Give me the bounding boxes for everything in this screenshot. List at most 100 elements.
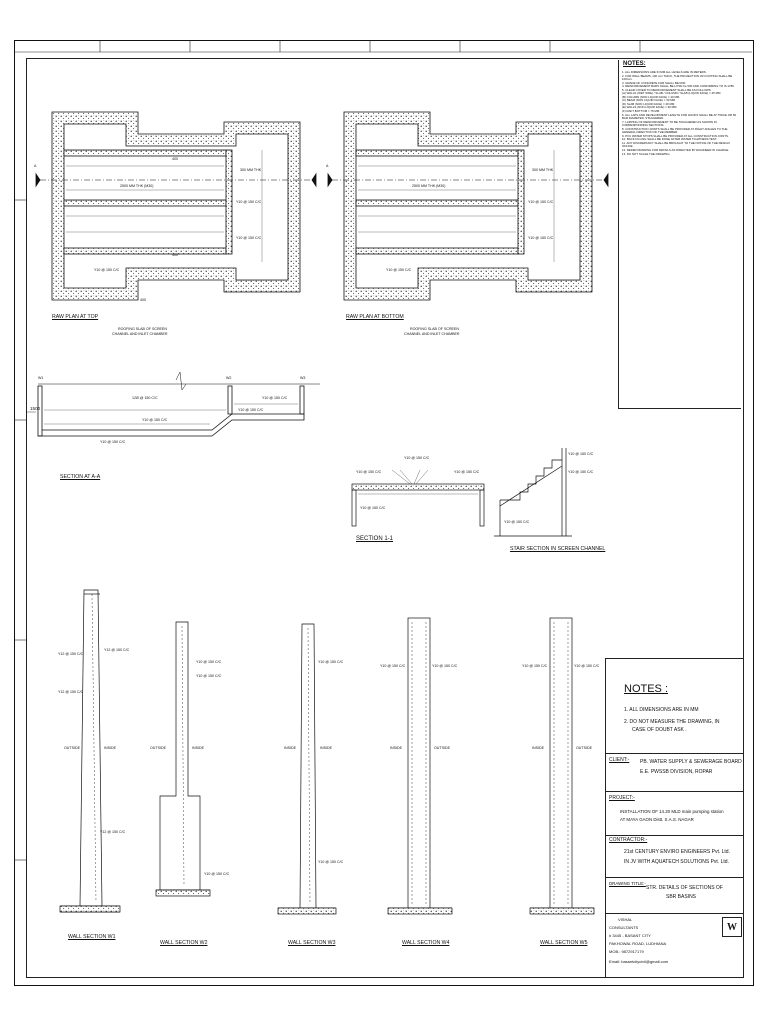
title-block-note-2a: 2. DO NOT MEASURE THE DRAWING, IN — [624, 719, 720, 725]
section-aa-label-w1: W1 — [38, 376, 44, 380]
wall-w1-left: OUTSIDE — [64, 746, 80, 750]
note-item: (A) WALLS (WET SIDE) / SLAB / COLUMN / S… — [622, 91, 721, 96]
wall-w2-caption: WALL SECTION W2 — [160, 940, 208, 946]
consultant-line-2: CONSULTANTS — [609, 925, 639, 930]
wall-w5-left: INSIDE — [532, 746, 544, 750]
notes-list: 1. ALL DIMENSIONS ARE IN MM ALL LEVELS A… — [622, 70, 740, 156]
plan-right-note-1: ROOFING SLAB OF SCREEN — [410, 327, 459, 331]
plan-left-note-2: CHANNEL AND INLET CHAMBER — [112, 332, 168, 336]
note-item: 13. DO NOT SCALE THE DRAWING. — [622, 151, 671, 156]
drawing-title-line-1: STR. DETAILS OF SECTIONS OF — [646, 885, 723, 891]
plan-left-note-1: ROOFING SLAB OF SCREEN — [118, 327, 167, 331]
wall-w4-rebar: Y10 @ 150 C/C — [432, 664, 458, 668]
note-item: (E) WALLS (NON LIQUID FACE) = 30 MM — [622, 105, 677, 110]
plan-left-marker-a: A — [34, 164, 37, 168]
stair-label: Y10 @ 150 C/C — [504, 520, 530, 524]
note-item: 6. ALL LAPS AND DEVELOPMENT LENGTH FOR H… — [622, 112, 737, 121]
section-aa-caption: SECTION AT A-A — [60, 474, 101, 480]
section-aa-rebar: Y10 @ 150 C/C — [142, 418, 168, 422]
plan-right-rebar-2: Y10 @ 150 C/C — [528, 200, 554, 204]
plan-right-rebar-3: Y10 @ 150 C/C — [528, 236, 554, 240]
wall-w4-right: OUTSIDE — [434, 746, 450, 750]
project-line-1: INSTALLATION OF 14.20 MLD main pumping s… — [620, 809, 724, 814]
wall-w1-rebar: Y12 @ 150 C/C — [58, 652, 84, 656]
wall-w3-rebar: Y10 @ 150 C/C — [318, 660, 344, 664]
stair-caption: STAIR SECTION IN SCREEN CHANNEL — [510, 546, 606, 552]
contractor-label: CONTRACTOR:- — [609, 837, 648, 843]
wall-w2-left: OUTSIDE — [150, 746, 166, 750]
plan-right-dim-side: 300 MM THK — [532, 168, 554, 172]
wall-w5-right: OUTSIDE — [576, 746, 592, 750]
project-label: PROJECT:- — [609, 795, 635, 801]
title-block-project: PROJECT:- INSTALLATION OF 14.20 MLD main… — [606, 791, 743, 836]
border-ticks — [14, 40, 752, 861]
wall-w2-right: INSIDE — [192, 746, 204, 750]
consultant-logo: W — [722, 917, 742, 937]
note-item: (F) RAFT BOTTOM = 75 MM — [622, 109, 660, 114]
section-11-label: Y10 @ 150 C/C — [356, 470, 382, 474]
wall-w5-rebar: Y10 @ 150 C/C — [574, 664, 600, 668]
wall-w1-rebar: Y12 @ 150 C/C — [58, 690, 84, 694]
wall-w1-caption: WALL SECTION W1 — [68, 934, 116, 940]
plan-left-dim-side: 300 MM THK — [240, 168, 262, 172]
section-aa-label-w3: W3 — [300, 376, 306, 380]
title-block-notes-title: NOTES : — [624, 683, 669, 695]
plan-left-dim-main: 2500 MM THK (M30) — [120, 184, 154, 188]
section-aa-rebar: Y10 @ 150 C/C — [100, 440, 126, 444]
stair-label: Y10 @ 150 C/C — [568, 452, 594, 456]
wall-w5-rebar: Y10 @ 150 C/C — [522, 664, 548, 668]
project-line-2: AT MAYA GAON Distt. S.A.S. NAGAR — [620, 817, 694, 822]
wall-w4-caption: WALL SECTION W4 — [402, 940, 450, 946]
consultant-line-5: MOB.: 9872917179 — [609, 949, 644, 954]
section-aa-rebar: 12Ø @ 150 C/C — [132, 396, 158, 400]
stair-section-drawing — [494, 448, 572, 537]
contractor-line-2: IN JV WITH AQUATECH SOLUTIONS Pvt. Ltd. — [624, 859, 729, 865]
notes-title: NOTES: — [623, 61, 646, 67]
title-block: NOTES : 1. ALL DIMENSIONS ARE IN MM 2. D… — [605, 658, 744, 978]
section-aa-label-w2: W2 — [226, 376, 232, 380]
note-item: 8. CONSTRUCTION JOINTS SHALL BE PROVIDED… — [622, 126, 728, 135]
title-block-notes: NOTES : 1. ALL DIMENSIONS ARE IN MM 2. D… — [606, 659, 743, 754]
section-11-label: Y10 @ 150 C/C — [454, 470, 480, 474]
plan-left-rebar-3: Y10 @ 150 C/C — [236, 236, 262, 240]
note-item: 4. REINFORCEMENT BARS SHALL BE HYSD Fe 5… — [622, 84, 735, 89]
stair-label: Y10 @ 150 C/C — [568, 470, 594, 474]
note-item: 1. ALL DIMENSIONS ARE IN MM ALL LEVELS A… — [622, 70, 707, 74]
plan-right-dim-main: 2500 MM THK (M30) — [412, 184, 446, 188]
wall-w4-left: INSIDE — [390, 746, 402, 750]
wall-w3-left: INSIDE — [284, 746, 296, 750]
wall-w3-rebar: Y10 @ 150 C/C — [318, 860, 344, 864]
wall-w2-rebar: Y10 @ 150 C/C — [204, 872, 230, 876]
drawing-title-label: DRAWING TITLE:- — [609, 881, 646, 886]
title-block-client: CLIENT:- PB. WATER SUPPLY & SEWERAGE BOA… — [606, 753, 743, 792]
consultant-line-3: # 3445 - BASANT CITY — [609, 933, 651, 938]
wall-w2-rebar: Y10 @ 150 C/C — [196, 674, 222, 678]
note-item: 5. CLEAR COVER TO REINFORCEMENT SHALL BE… — [622, 87, 712, 92]
wall-w1-right: INSIDE — [104, 746, 116, 750]
wall-w5-caption: WALL SECTION W5 — [540, 940, 588, 946]
plan-left-dim-400: 400 — [172, 253, 178, 257]
title-block-consultant: VISHAL CONSULTANTS # 3445 - BASANT CITY … — [606, 913, 743, 976]
wall-w3-caption: WALL SECTION W3 — [288, 940, 336, 946]
section-11-label: Y10 @ 150 C/C — [360, 506, 386, 510]
note-item: 7. LAPPING OF REINFORCEMENT TO BE STAGGE… — [622, 119, 717, 128]
plan-left-caption: RAW PLAN AT TOP — [52, 314, 99, 320]
section-aa-drawing — [26, 371, 320, 437]
title-block-contractor: CONTRACTOR:- 21st CENTURY ENVIRO ENGINEE… — [606, 835, 743, 878]
note-item: 12. REFER DRAWING FOR DETAILS AS DIRECTE… — [622, 148, 730, 153]
wall-sections-drawing — [59, 589, 595, 915]
title-block-drawing-title: DRAWING TITLE:- STR. DETAILS OF SECTIONS… — [606, 877, 743, 914]
plan-right-rebar-1: Y10 @ 150 C/C — [386, 268, 412, 272]
title-block-note-2b: CASE OF DOUBT ASK . — [632, 727, 687, 733]
consultant-line-4: PAKHOWAL ROAD, LUDHIANA — [609, 941, 667, 946]
plan-right-note-2: CHANNEL AND INLET CHAMBER — [404, 332, 460, 336]
client-label: CLIENT:- — [609, 757, 630, 763]
wall-w4-rebar: Y10 @ 150 C/C — [380, 664, 406, 668]
section-11-label: Y10 @ 150 C/C — [404, 456, 430, 460]
plan-left-dim-400: 400 — [172, 157, 178, 161]
note-item: (C) BEAM (NON LIQUID FACE) = 30 MM — [622, 98, 676, 103]
consultant-line-1: VISHAL — [618, 917, 633, 922]
client-line-1: PB. WATER SUPPLY & SEWERAGE BOARD — [640, 759, 742, 765]
plan-right-marker-a: A — [326, 164, 329, 168]
